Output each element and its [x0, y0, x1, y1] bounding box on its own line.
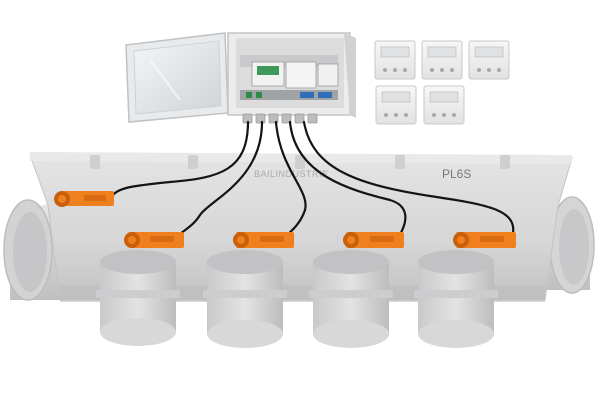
outlet-pipe [203, 250, 287, 348]
model-label: PL6S [442, 167, 471, 181]
damper-actuator-icon [453, 232, 516, 248]
cable [174, 120, 264, 240]
cable-glands [242, 113, 318, 124]
outlet-pipe [309, 250, 393, 348]
damper-actuator-icon [124, 232, 184, 248]
wall-thermostat-icon [374, 40, 416, 80]
outlet-pipes [96, 250, 498, 348]
controller-board [240, 55, 339, 100]
wall-thermostat-icon [468, 40, 510, 80]
cable [302, 120, 515, 240]
cable [110, 120, 250, 198]
outlet-pipe [414, 250, 498, 348]
actuators [54, 191, 516, 248]
damper-actuator-icon [343, 232, 404, 248]
damper-actuator-icon [54, 191, 114, 207]
top-ribs [90, 155, 510, 169]
controller-enclosure [125, 32, 356, 124]
watermark-text: BAILINDUSTRIE [254, 169, 329, 179]
cable [288, 120, 407, 240]
left-inlet-pipe [3, 199, 60, 301]
outlet-pipe [96, 250, 180, 346]
right-inlet-pipe [540, 196, 595, 294]
wall-thermostat-icon [423, 85, 465, 125]
wall-thermostat-icon [375, 85, 417, 125]
enclosure-door [125, 32, 229, 123]
damper-actuator-icon [233, 232, 294, 248]
wall-thermostat-icon [421, 40, 463, 80]
manifold-box: BAILINDUSTRIE PL6S [3, 152, 595, 302]
actuator-cables [110, 120, 515, 240]
thermostats [374, 40, 510, 125]
cable [274, 120, 307, 240]
